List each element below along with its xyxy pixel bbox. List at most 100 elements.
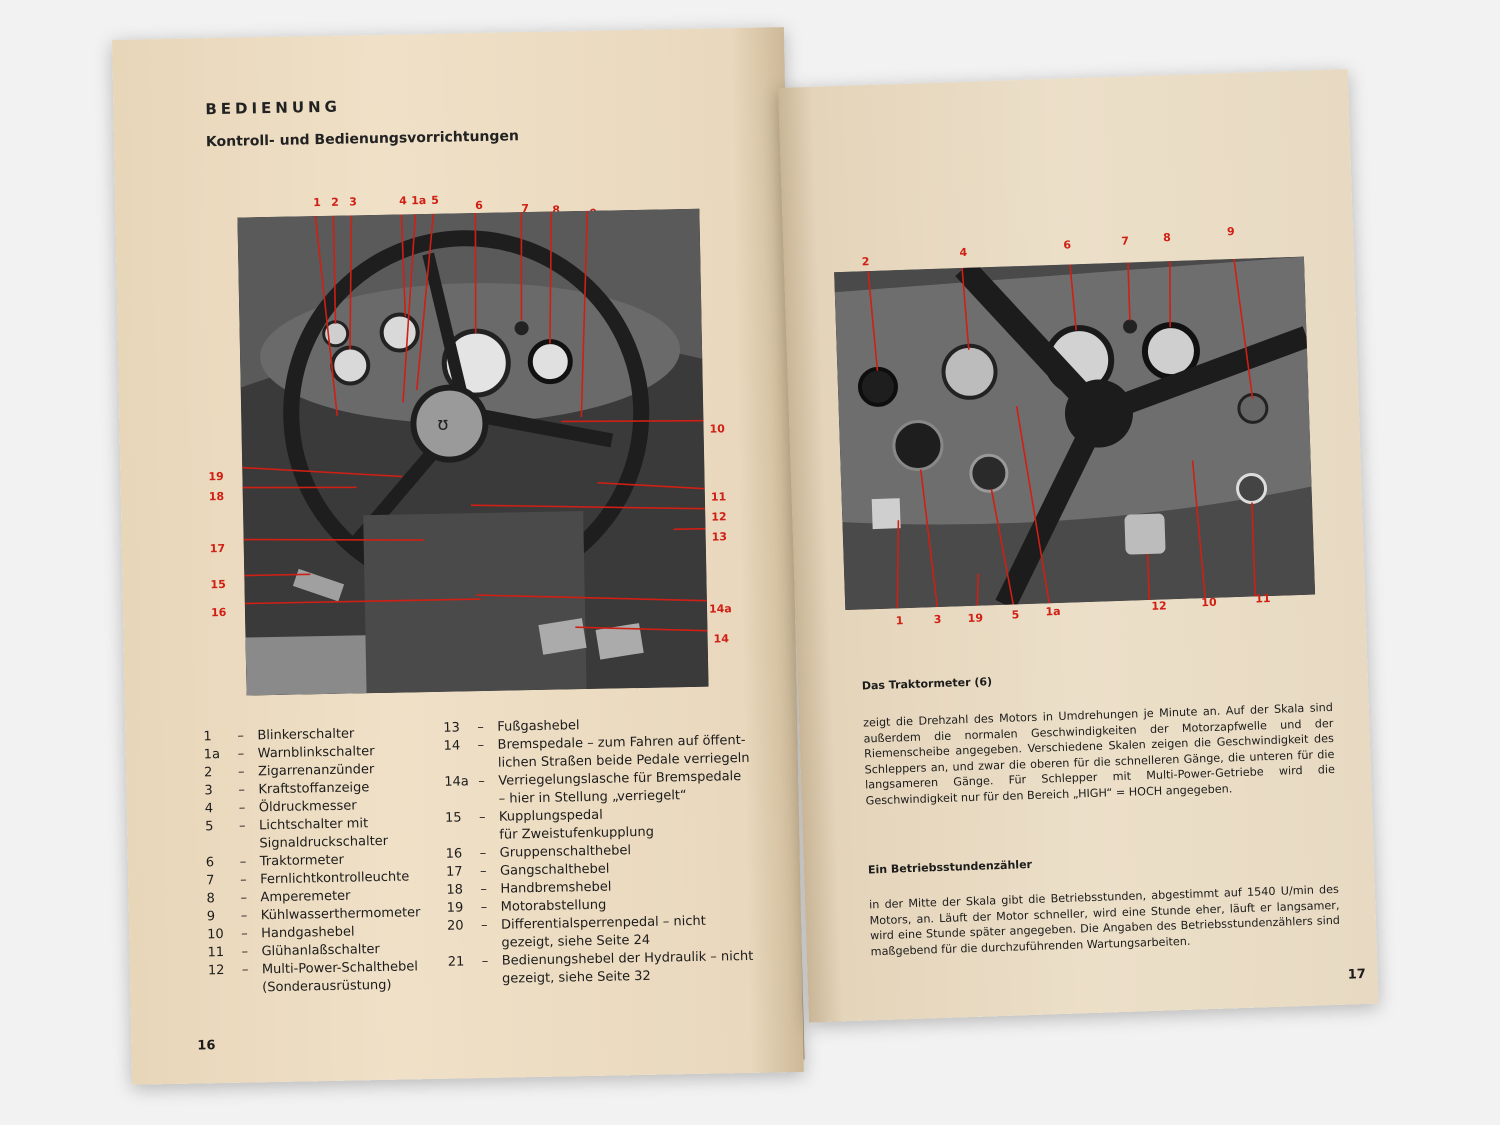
legend-item-label: Gruppenschalthebel (499, 843, 632, 861)
photo-callouts-top-right: 2 4 6 7 8 9 (778, 69, 1348, 268)
betriebsstundenzaehler-text: in der Mitte der Skala gibt die Betriebs… (868, 882, 1341, 958)
callout-r7: 7 (1121, 234, 1130, 248)
callout-r4: 4 (959, 245, 968, 260)
traktormeter-text: zeigt die Drehzahl des Motors in Umdrehu… (862, 700, 1336, 807)
legend-column-2: 13 – Fußgashebel 14 – Bremspedale – zum Fahre… (443, 714, 754, 990)
legend-item-number: 1 (203, 729, 212, 745)
legend-item-dash: – (480, 881, 488, 898)
legend-item: 12–Multi-Power-Schalthebel (Sonderausrüs… (208, 958, 422, 998)
page-subtitle: Kontroll- und Bedienungsvorrichtungen (205, 128, 520, 151)
legend-item-dash: – (480, 917, 488, 934)
legend-item-label: Handbremshebel (500, 879, 612, 897)
dashboard-closeup-photo (834, 256, 1316, 611)
legend-item-label: Kraftstoffanzeige (258, 780, 370, 798)
callout-1a: 1a (411, 193, 427, 208)
legend-item-number: 2 (203, 765, 213, 781)
callout-r9: 9 (1226, 224, 1235, 239)
legend-item-number: 4 (204, 801, 214, 817)
photo-callouts-top: 1 2 3 4 1a 5 6 7 8 9 (112, 27, 784, 220)
legend-item-number: 16 (445, 846, 463, 862)
legend-item-label: Fernlichtkontrolleuchte (260, 869, 410, 888)
legend-item-label: Verriegelungslasche für Bremspedale – hi… (498, 769, 742, 807)
legend-item-label: Amperemeter (260, 888, 351, 906)
legend-item-dash: – (241, 962, 249, 978)
legend-item-dash: – (241, 926, 248, 942)
legend-item-label: Lichtschalter mit Signaldruckschalter (258, 816, 389, 852)
legend-item-number: 3 (204, 783, 213, 799)
legend-item-label: Traktormeter (259, 852, 345, 870)
callout-rb1: 1 (895, 614, 904, 628)
steering-wheel-illustration: ʊ (237, 208, 709, 696)
legend-item-number: 18 (446, 882, 464, 898)
legend-item-label: Handgashebel (261, 924, 355, 942)
callout-2: 2 (331, 195, 339, 209)
legend-item-number: 10 (207, 927, 224, 943)
legend-item-label: Fußgashebel (497, 718, 580, 735)
legend-item-dash: – (237, 746, 245, 762)
legend-item-label: Kupplungspedal für Zweistufenkupplung (498, 807, 655, 843)
legend-item-number: 8 (206, 891, 215, 907)
legend-item-number: 13 (443, 720, 460, 736)
legend-item-label: Glühanlaßschalter (261, 942, 380, 960)
callout-r8: 8 (1162, 231, 1172, 245)
legend-item-number: 12 (207, 963, 225, 979)
photo-callouts-right: 10 11 12 13 14a 14 (112, 27, 784, 645)
legend-item-number: 6 (205, 855, 215, 871)
callout-4: 4 (399, 194, 407, 208)
callout-16: 16 (210, 605, 227, 620)
tractor-dashboard-photo: ʊ (237, 208, 709, 696)
legend-item-number: 20 (446, 918, 464, 934)
callout-rb19: 19 (967, 611, 984, 625)
legend-item-label: Öldruckmesser (258, 798, 357, 816)
legend-item: 5–Lichtschalter mit Signaldruckschalter (205, 814, 419, 854)
left-page: BEDIENUNG Kontroll- und Bedienungsvorric… (112, 27, 804, 1085)
legend-item-number: 1a (203, 747, 221, 763)
legend-item-number: 17 (445, 864, 463, 880)
callout-5: 5 (431, 193, 439, 207)
callout-rb11: 11 (1254, 591, 1271, 606)
legend-item-dash: – (479, 863, 487, 880)
betriebsstundenzaehler-heading: Ein Betriebsstundenzähler (867, 858, 1033, 877)
legend-item-label: Gangschalthebel (499, 861, 610, 879)
legend-item-label: Bedienungshebel der Hydraulik – nicht ge… (501, 948, 754, 987)
callout-1: 1 (313, 196, 321, 210)
legend-item-dash: – (241, 944, 249, 960)
legend-item-label: Motorabstellung (500, 897, 607, 915)
callout-15: 15 (210, 577, 226, 592)
callout-3: 3 (349, 195, 357, 209)
page-number-left: 16 (197, 1038, 216, 1054)
callout-12: 12 (711, 510, 727, 524)
legend-item-label: Multi-Power-Schalthebel (Sonderausrüstun… (261, 959, 419, 996)
legend-item: 20–Differentialsperrenpedal – nicht geze… (447, 912, 753, 954)
callout-r2: 2 (861, 255, 870, 269)
legend-item: 15–Kupplungspedal für Zweistufenkupplung (445, 804, 751, 846)
legend-item-label: Warnblinkschalter (257, 744, 375, 762)
legend-item-number: 5 (204, 819, 214, 835)
callout-13: 13 (711, 530, 728, 544)
callout-14: 14 (713, 632, 730, 646)
legend-item-label: Blinkerschalter (257, 726, 355, 744)
svg-text:ʊ: ʊ (437, 414, 449, 435)
legend-item-dash: – (238, 800, 246, 816)
legend-item-dash: – (239, 854, 247, 870)
legend-item-dash: – (481, 953, 489, 970)
callout-18: 18 (208, 489, 225, 504)
legend-item-number: 11 (207, 945, 225, 961)
legend-item-dash: – (480, 899, 488, 916)
callout-r6: 6 (1063, 238, 1072, 252)
callout-rb5: 5 (1011, 608, 1020, 622)
callout-6: 6 (475, 198, 484, 213)
callout-14a: 14a (708, 602, 732, 616)
legend-item-dash: – (478, 809, 486, 826)
photo-callouts-left: 19 18 17 15 16 (112, 27, 784, 619)
legend-item-label: Bremspedale – zum Fahren auf öffent- lic… (497, 732, 750, 771)
legend-item-number: 14 (443, 738, 461, 754)
section-title: BEDIENUNG (205, 97, 342, 119)
legend-item-dash: – (240, 908, 248, 924)
legend-item-label: Differentialsperrenpedal – nicht gezeigt… (500, 913, 706, 951)
legend-item-dash: – (237, 728, 245, 744)
callout-rb3: 3 (933, 612, 942, 627)
legend-item-number: 19 (446, 900, 464, 916)
